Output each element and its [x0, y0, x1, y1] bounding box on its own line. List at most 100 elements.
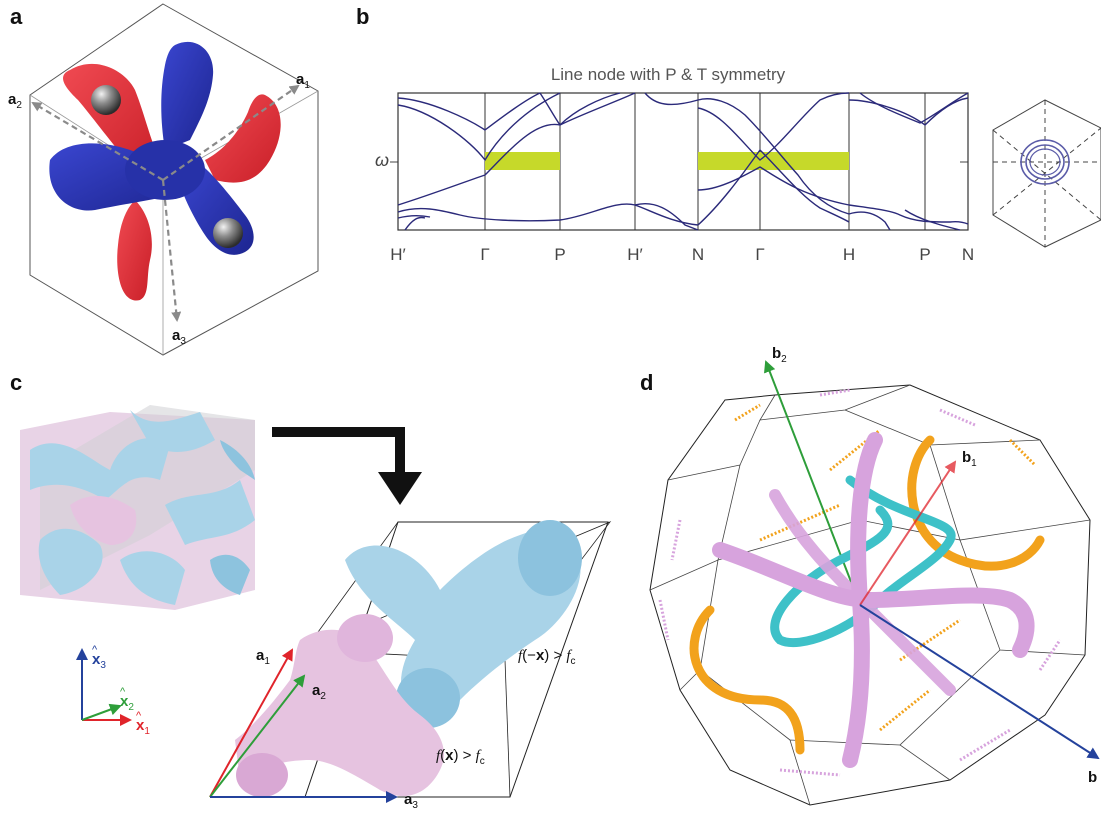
line-node-band — [485, 152, 560, 170]
orange-fragment — [759, 503, 841, 542]
orange-fragment — [734, 403, 761, 422]
label-f-x: f(x) > fc — [436, 747, 485, 767]
bz-face-edge — [929, 444, 1091, 541]
violet-fragment — [658, 599, 670, 641]
band-line — [539, 92, 621, 127]
band-line — [397, 92, 541, 131]
violet-fragment — [959, 728, 1011, 762]
label-c-a1: a1 — [256, 647, 270, 667]
atom-sphere — [91, 85, 121, 115]
axis-label-x2: x2 — [120, 693, 134, 713]
violet-fragments — [658, 388, 1062, 777]
blue-surface — [165, 480, 255, 545]
orange-fragment — [1008, 438, 1037, 467]
panel-a-unit-cell: a1 a2 a3 — [8, 3, 319, 356]
label-c-a3: a3 — [404, 791, 418, 811]
label-a2: a2 — [8, 91, 22, 111]
band-curves — [397, 92, 969, 231]
blue-surface — [130, 410, 215, 452]
transform-arrow — [272, 427, 405, 480]
k-tick-label: Γ — [480, 245, 489, 264]
band-line — [397, 92, 636, 206]
blue-center — [125, 140, 205, 200]
label-b1: b1 — [962, 449, 977, 469]
blue-surface-cell — [345, 530, 581, 719]
lattice-vector-a2 — [31, 101, 164, 181]
label-b2: b2 — [772, 345, 787, 365]
bz-outline — [649, 384, 1091, 806]
band-line — [848, 211, 891, 231]
red-lobe — [117, 200, 152, 301]
band-line — [697, 166, 850, 206]
axis-x2 — [81, 703, 122, 721]
nodal-ring — [1020, 139, 1070, 185]
hat-x1: ^ — [136, 710, 142, 722]
transform-arrow-head — [378, 472, 422, 505]
nodal-ring — [1029, 148, 1061, 176]
vector-b3 — [859, 604, 1100, 760]
label-c-a2: a2 — [312, 682, 326, 702]
vector-b1 — [859, 460, 957, 606]
red-lobe — [63, 63, 160, 175]
blue-surface — [210, 554, 250, 595]
line-node-band — [698, 152, 849, 170]
panel-label-a: a — [10, 4, 23, 29]
atom-sphere — [213, 218, 243, 248]
panel-label-b: b — [356, 4, 370, 29]
bz-face-edge — [739, 419, 761, 466]
gyroid-block — [20, 405, 255, 610]
vector-a2 — [209, 674, 306, 798]
blue-lobe — [161, 41, 214, 150]
violet-tube — [769, 489, 956, 696]
hat-x2: ^ — [120, 686, 126, 698]
band-line — [397, 203, 699, 226]
k-tick-label: Γ — [755, 245, 764, 264]
blue-surface — [38, 528, 103, 595]
nodal-tubes — [689, 432, 1045, 768]
vector-b2 — [764, 360, 861, 606]
band-title: Line node with P & T symmetry — [551, 65, 786, 84]
k-tick-label: H — [843, 245, 855, 264]
hat-x3: ^ — [92, 644, 98, 656]
violet-fragment — [779, 768, 841, 777]
orange-tube — [907, 435, 1045, 571]
k-tick-label: P — [919, 245, 930, 264]
k-tick-label: H′ — [390, 245, 405, 264]
nodal-ring — [1025, 144, 1065, 180]
panel-label-d: d — [640, 370, 654, 395]
bz-hexagon — [992, 99, 1101, 248]
band-line — [634, 203, 699, 231]
bz-face-edge — [899, 649, 1001, 781]
axis-label-x1: x1 — [136, 717, 150, 737]
bz-projection — [992, 99, 1101, 248]
band-line — [848, 97, 969, 126]
band-line — [397, 214, 431, 219]
band-line — [904, 209, 961, 231]
axis-label-x3: x3 — [92, 651, 106, 671]
band-line — [697, 148, 850, 226]
k-tick-label: P — [554, 245, 565, 264]
violet-tube — [712, 542, 1035, 658]
band-line — [697, 92, 850, 161]
panel-d-brillouin-zone: b2 b1 b — [649, 345, 1100, 806]
panel-b-band-structure: Line node with P & T symmetry ω — [375, 65, 1101, 264]
pink-cap — [337, 614, 393, 662]
lattice-vector-a1 — [162, 84, 300, 181]
panel-label-c: c — [10, 370, 23, 395]
label-a1: a1 — [296, 71, 310, 91]
k-tick-label: H′ — [627, 245, 642, 264]
pink-surface-cell — [235, 629, 444, 797]
blue-surface — [30, 438, 170, 500]
k-tick-label: N — [962, 245, 974, 264]
violet-fragment — [819, 388, 851, 397]
pink-surface — [70, 495, 137, 545]
cell-edge — [504, 659, 511, 798]
blue-surface — [120, 551, 185, 605]
lattice-vector-a3 — [161, 179, 182, 322]
cell-edge — [304, 521, 399, 651]
violet-fragment — [939, 408, 976, 427]
bz-dashed-line — [992, 127, 1101, 216]
red-lobe — [205, 94, 281, 183]
blue-cap — [518, 520, 582, 596]
